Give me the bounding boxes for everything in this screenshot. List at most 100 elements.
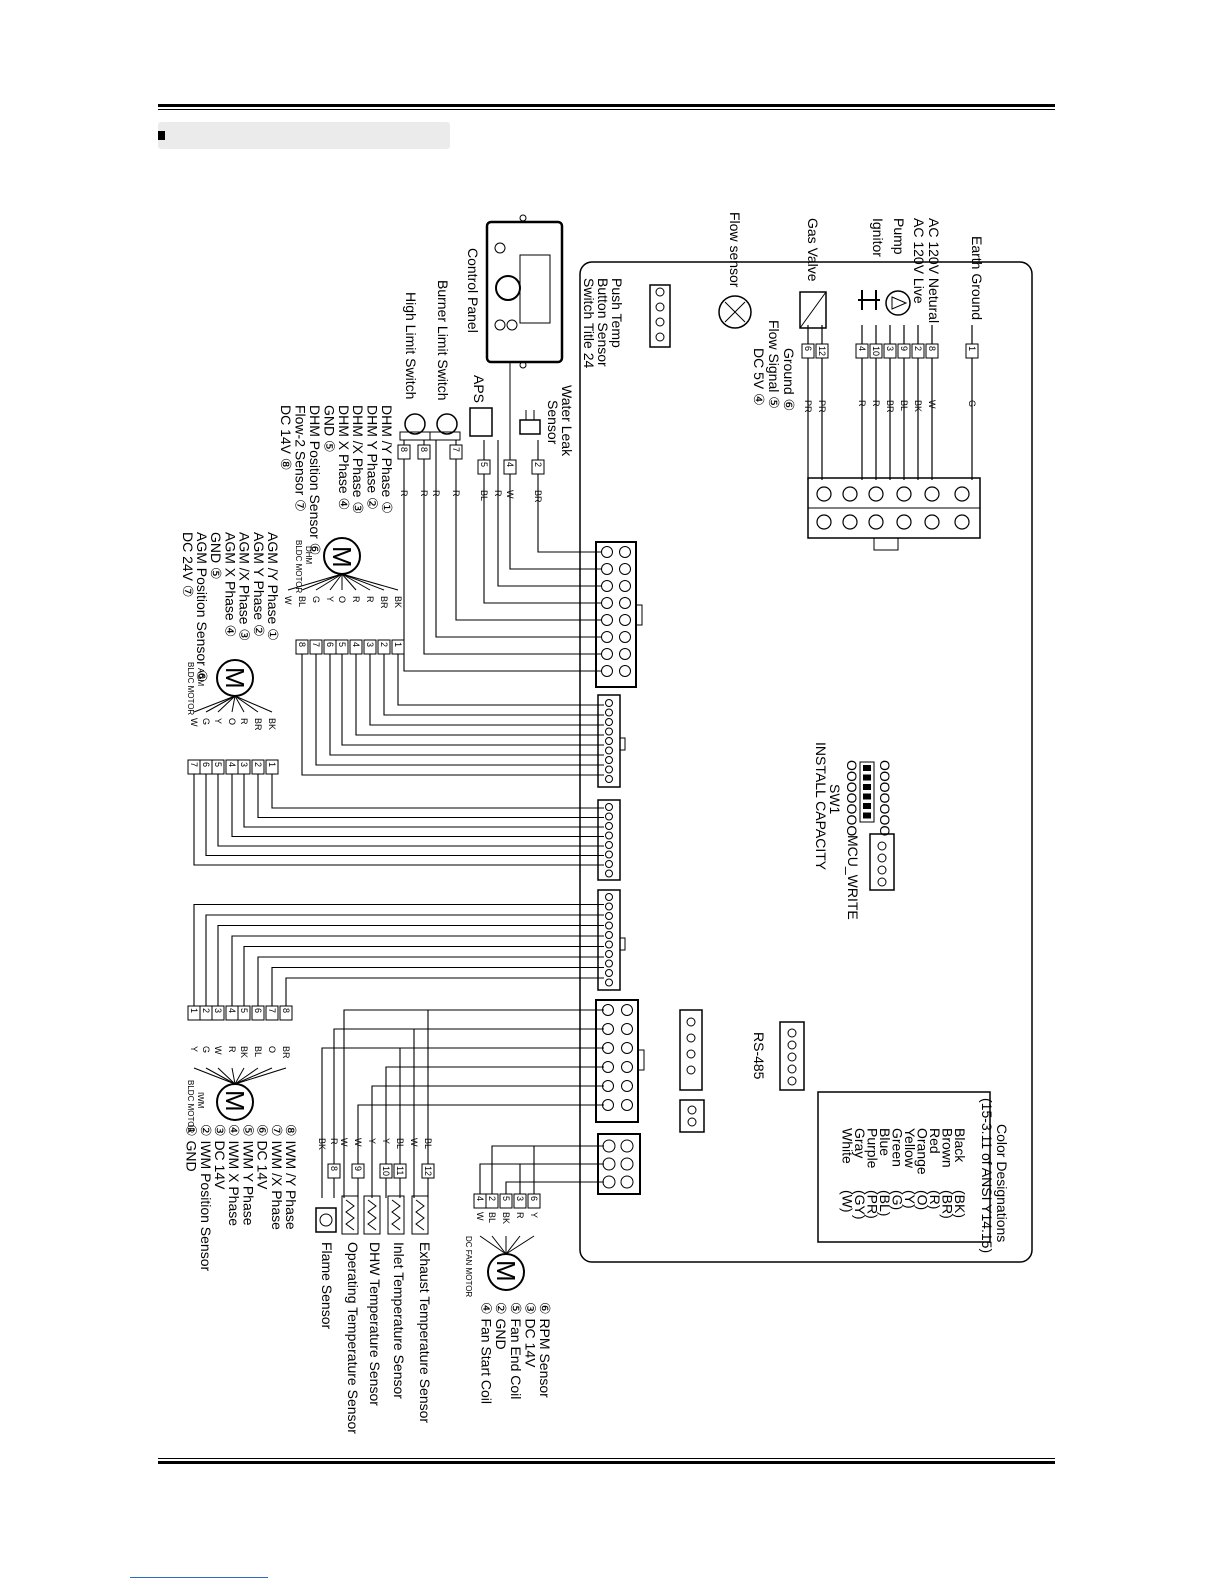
pin-number: 6 [325, 642, 335, 647]
legend-item: ⑥ RPM Sensor [537, 1302, 553, 1398]
iwm-wire [205, 914, 604, 1006]
legend-item: ③ DC 14V [522, 1302, 538, 1368]
gas-valve-symbol [799, 291, 827, 329]
button-sensor-label: Button Sensor [595, 278, 611, 367]
connector-pin [605, 912, 613, 920]
aux-connector [679, 1099, 705, 1133]
agm-wire [193, 774, 604, 866]
color-code: (G) [890, 1190, 906, 1210]
connector-pin [601, 665, 613, 677]
dhm-wire [329, 654, 604, 756]
connector-pin [605, 841, 613, 849]
ignitor-label: Ignitor [870, 218, 886, 257]
sensor-wire [357, 1104, 604, 1198]
legend-item: AGM /X Phase ③ [237, 532, 253, 641]
dhm-wire [341, 654, 604, 746]
color-legend-title: Color Designations [994, 1124, 1010, 1242]
thermistor-symbol [363, 1195, 381, 1235]
thermistor-zigzag [391, 1199, 401, 1231]
color-name: Orange [915, 1128, 931, 1175]
pin-number: 7 [189, 762, 199, 767]
wire-color: R [399, 490, 409, 497]
pin-box [351, 1163, 365, 1179]
wire-color: W [475, 1212, 485, 1221]
wire-color: BR [533, 490, 543, 503]
motor-lead [505, 1235, 521, 1255]
iwm-wire [231, 935, 604, 1006]
connector-pin [605, 718, 613, 726]
legend-item: ② GND [493, 1302, 509, 1350]
legend-item: ④ IWM X Phase [226, 1124, 242, 1226]
legend-item: ④ Fan Start Coil [479, 1302, 495, 1404]
control-panel[interactable] [485, 214, 564, 455]
pin-number: 7 [451, 447, 461, 452]
flame-sensor-label: Flame Sensor [319, 1242, 335, 1329]
color-code: (Y) [902, 1190, 918, 1209]
earth-ground-label: Earth Ground [969, 236, 985, 320]
wire-color: Y [529, 1212, 539, 1218]
connector-pin [605, 812, 613, 821]
pin-number: 6 [201, 762, 211, 767]
terminal-screw [924, 514, 940, 530]
pin-box [449, 444, 463, 460]
connector-pin [605, 850, 613, 859]
rs485-connector[interactable] [779, 1021, 805, 1091]
color-legend-subtitle: (15-3.11 of ANSI Y14.15) [979, 1098, 995, 1253]
pin-box [379, 1163, 393, 1179]
wire-color: O [267, 1046, 277, 1053]
pin-box [477, 459, 491, 475]
pin-number: 1 [967, 346, 977, 351]
color-name: Green [890, 1128, 906, 1167]
wire-color: G [311, 596, 321, 603]
pin-box [531, 459, 545, 475]
connector-pin [605, 902, 613, 911]
pin-number: 4 [505, 462, 515, 467]
wire-color: R [419, 490, 429, 497]
terminal-screw [816, 514, 832, 530]
sw1-dip-switch[interactable] [859, 761, 875, 823]
motor-lead [217, 695, 236, 713]
connector-pin [621, 1099, 633, 1111]
wire-color: BL [487, 1212, 497, 1223]
agm-wire [217, 774, 604, 847]
color-code: (BK) [952, 1190, 968, 1218]
wire-color: R [329, 1138, 339, 1145]
terminal-screw [868, 514, 884, 530]
rs485-label: RS-485 [751, 1032, 767, 1080]
wire-color: BL [253, 1046, 263, 1057]
wire-color: Y [325, 596, 335, 602]
wire-color: R [351, 596, 361, 603]
fan-wire [519, 1163, 604, 1194]
connector-pin [605, 978, 613, 987]
wire-color: BK [393, 596, 403, 608]
dhm-wire [315, 654, 604, 766]
dip-bottom-label: OOOOOOO [844, 760, 860, 836]
wire-color: R [493, 490, 503, 497]
motor-lead [234, 695, 259, 713]
main-connector-top [595, 541, 643, 688]
legend-item: AGM /Y Phase ① [265, 532, 281, 641]
mcu-write-connector[interactable] [869, 833, 895, 891]
pin-number: 11 [395, 1166, 405, 1175]
connector-pin [601, 648, 613, 660]
iwm-wire [193, 903, 604, 1006]
terminal-screw [896, 486, 912, 502]
wire-color: Y [189, 1046, 199, 1052]
ignitor-symbol [858, 290, 880, 310]
pin-number: 7 [267, 1008, 277, 1013]
wire-color: BL [899, 400, 909, 411]
pin-number: 2 [913, 346, 923, 351]
dip-top-label: OOOOOOO [877, 760, 893, 836]
gas-valve-label: Gas Valve [805, 218, 821, 282]
agm-connector [597, 799, 621, 881]
motor-lead [341, 573, 399, 591]
motor-lead [301, 573, 343, 591]
pin-box [801, 343, 815, 359]
sensor-wire [333, 1028, 604, 1198]
motor-lead [234, 1067, 287, 1085]
footer-rule [158, 1461, 1055, 1464]
pin-number: 5 [479, 462, 489, 467]
dhm-wire [397, 654, 604, 706]
